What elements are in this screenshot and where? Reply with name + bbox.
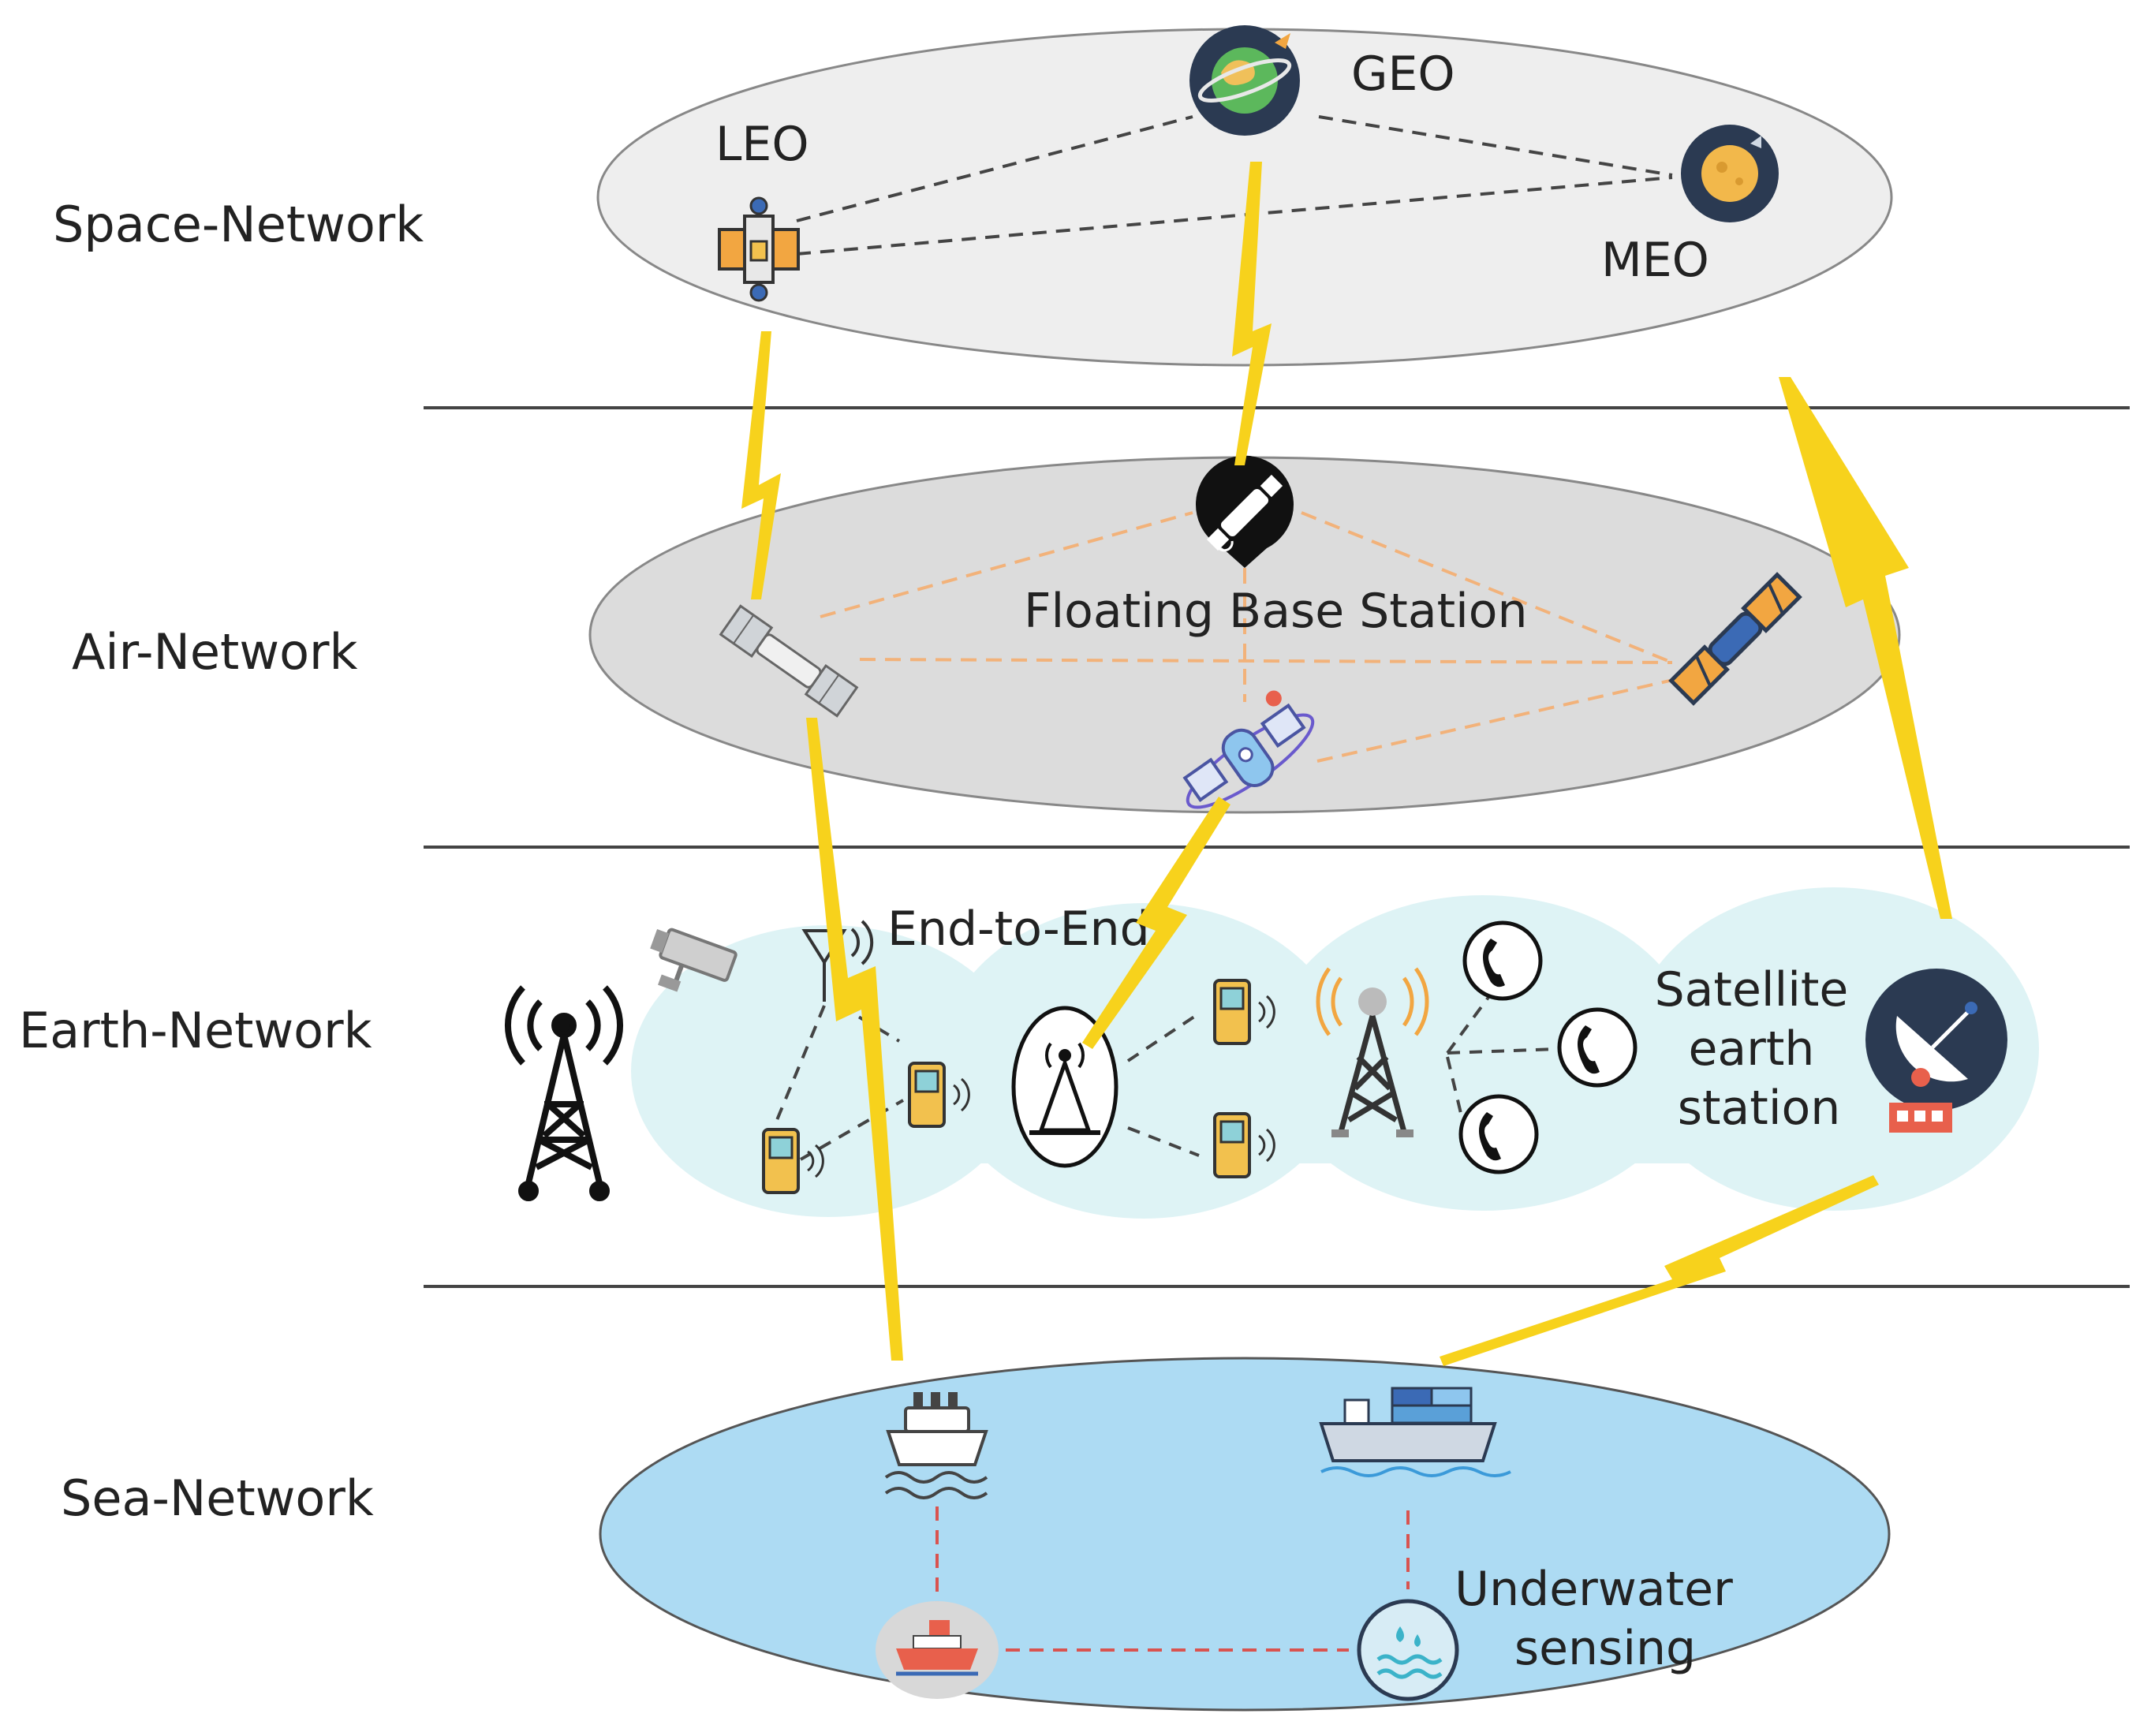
air-links — [820, 511, 1681, 763]
earth-network: End-to-End — [504, 887, 2039, 1219]
layer-labels: Space-Network Air-Network Earth-Network … — [19, 196, 424, 1527]
floating-satellite-pin-icon — [1196, 455, 1294, 568]
link-geo-meo — [1318, 115, 1673, 177]
meo-label: MEO — [1601, 233, 1709, 288]
cargo-ship-icon — [1319, 1387, 1511, 1477]
link-left-pin — [820, 511, 1193, 618]
underwater-sensing-label: Underwater sensing — [1455, 1562, 1748, 1676]
rocket-satellite-icon — [1668, 572, 1802, 706]
geo-label: GEO — [1351, 47, 1455, 102]
satellite-earth-station-line-1: Satellite — [1655, 962, 1849, 1017]
cctv-camera-icon — [650, 928, 738, 992]
telephone-icon — [1557, 1007, 1638, 1088]
air-network: Floating Base Station — [588, 455, 1901, 814]
wireless-links — [741, 162, 1952, 1366]
satellite-earth-station-label: Satellite earth station — [1655, 962, 1864, 1136]
signal-tower-icon — [1316, 967, 1429, 1137]
satellite-earth-station-line-2: earth — [1689, 1021, 1815, 1077]
meo-moon-icon — [1681, 125, 1779, 222]
layer-dividers — [424, 406, 2130, 1288]
link-pin-right — [1301, 511, 1673, 664]
wireless-link-air-earth — [1082, 797, 1230, 1049]
mobile-phone-icon — [762, 1128, 824, 1194]
telephone-icon — [1458, 1094, 1539, 1174]
sea-network: Underwater sensing — [599, 1357, 1891, 1712]
satellite-earth-station-line-3: station — [1678, 1081, 1840, 1136]
water-sensor-icon — [1357, 1599, 1459, 1701]
earth-network-label: Earth-Network — [19, 1002, 372, 1059]
link-station-right — [1316, 677, 1681, 763]
sea-network-label: Sea-Network — [61, 1469, 374, 1527]
floating-base-station-label: Floating Base Station — [1024, 584, 1528, 639]
wireless-link-meo-earth — [1779, 377, 1952, 919]
boat-icon — [876, 1601, 999, 1699]
leo-label: LEO — [715, 117, 809, 172]
mobile-phone-icon — [908, 1062, 970, 1128]
end-to-end-label: End-to-End — [887, 902, 1150, 957]
underwater-sensing-line-2: sensing — [1514, 1621, 1696, 1676]
telephone-icon — [1462, 920, 1543, 1001]
wireless-link-earth-sea — [1440, 1175, 1879, 1366]
drone-satellite-left-icon — [719, 604, 859, 718]
space-station-icon — [1182, 690, 1315, 809]
wireless-link-leo-air — [741, 331, 781, 599]
space-network: LEO GEO MEO — [596, 25, 1893, 367]
wireless-link-air-sea — [806, 718, 903, 1361]
leo-satellite-icon — [718, 196, 800, 302]
cell-tower-icon — [504, 985, 624, 1201]
link-leo-geo — [796, 115, 1193, 222]
underwater-sensing-line-1: Underwater — [1455, 1562, 1733, 1617]
mobile-phone-icon — [1213, 1112, 1275, 1178]
air-network-label: Air-Network — [72, 623, 357, 681]
cruise-ship-icon — [884, 1392, 988, 1499]
sea-links — [935, 1506, 1410, 1652]
mobile-phone-icon — [1213, 979, 1275, 1045]
space-network-label: Space-Network — [53, 196, 424, 253]
space-links — [796, 115, 1673, 256]
satellite-dish-icon — [1865, 969, 2007, 1133]
link-leo-meo — [796, 176, 1673, 256]
geo-planet-icon — [1189, 25, 1300, 136]
wireless-link-geo-air — [1232, 162, 1272, 465]
link-left-right — [859, 658, 1673, 664]
